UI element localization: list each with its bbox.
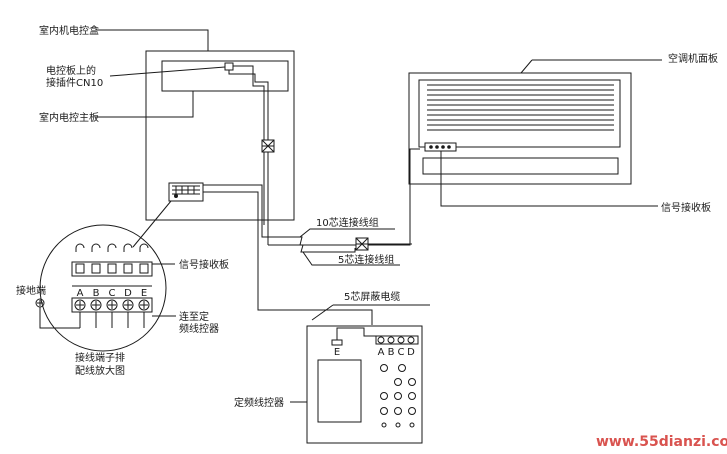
receiver-leader [440, 151, 658, 207]
cn10-wire [233, 65, 265, 225]
watermark-text: www.55dianzi.com [596, 434, 727, 450]
label-indoor-control-box: 室内机电控盒 [39, 24, 99, 37]
leader-shielded-cable [311, 304, 334, 321]
zoom-terminal-a: A [77, 288, 84, 299]
controller-terminal-d: D [407, 347, 415, 358]
label-shielded-cable: 5芯屏蔽电缆 [344, 290, 400, 303]
ac-panel-outer [408, 72, 632, 185]
leader-ac-panel [520, 59, 533, 74]
label-indoor-main-board: 室内电控主板 [39, 111, 99, 124]
crossing-marker-cable [355, 237, 369, 251]
controller-display [317, 359, 362, 423]
fixed-freq-controller-body [306, 325, 423, 444]
terminal-zoom-circle [39, 224, 167, 352]
leader-control-box [95, 29, 209, 51]
signal-wire-upper [203, 148, 420, 246]
label-connector-line2: 接插件CN10 [46, 76, 103, 89]
ac-panel-inner [418, 79, 621, 148]
label-five-core-group: 5芯连接线组 [338, 253, 394, 266]
zoom-terminal-e: E [141, 288, 147, 299]
controller-ground-wire [336, 327, 388, 340]
label-signal-receiver-left: 信号接收板 [179, 258, 229, 271]
zoom-terminal-d: D [124, 288, 132, 299]
label-connector-line1: 电控板上的 [46, 64, 96, 77]
controller-terminal-c: C [398, 347, 405, 358]
terminal-block-zoom [71, 243, 153, 328]
controller-terminal-b: B [388, 347, 395, 358]
label-terminal-caption-line1: 接线端子排 [75, 351, 125, 364]
controller-terminal-row [375, 335, 419, 345]
ground-terminal-icon [35, 298, 45, 308]
terminal-dot [174, 194, 178, 198]
cn10-wire-2 [228, 70, 269, 245]
shield-cable-wire [203, 191, 373, 325]
five-core-wire [268, 244, 356, 253]
controller-buttons [380, 364, 416, 428]
ac-panel-display [422, 157, 619, 175]
label-signal-receiver-right: 信号接收板 [661, 201, 711, 214]
leader-main-board [95, 91, 194, 118]
ground-wire [39, 307, 80, 329]
label-terminal-caption-line2: 配线放大图 [75, 364, 125, 377]
leader-ten-core [299, 228, 395, 238]
indoor-main-board [161, 60, 289, 92]
indoor-control-box [145, 50, 295, 221]
zoom-terminal-c: C [109, 288, 116, 299]
terminal-strip-small [168, 182, 204, 202]
controller-terminal-e: E [334, 347, 340, 358]
zoom-leader [132, 200, 172, 248]
ac-signal-receiver [424, 142, 457, 152]
label-to-controller-line2: 频线控器 [179, 322, 219, 335]
label-ground-terminal: 接地端 [16, 284, 46, 297]
zoom-terminal-b: B [93, 288, 100, 299]
crossing-marker-box [261, 139, 275, 153]
leader-cn10 [109, 66, 226, 77]
ac-panel-louvers [427, 84, 614, 131]
label-to-controller-line1: 连至定 [179, 310, 209, 323]
controller-ground-screw [331, 339, 343, 346]
leader-five-core [302, 251, 400, 266]
connector-cn10 [224, 62, 234, 71]
label-ac-panel: 空调机面板 [668, 52, 718, 65]
label-fixed-freq-controller: 定频线控器 [234, 396, 284, 409]
label-ten-core-group: 10芯连接线组 [316, 216, 379, 229]
controller-terminal-a: A [378, 347, 385, 358]
